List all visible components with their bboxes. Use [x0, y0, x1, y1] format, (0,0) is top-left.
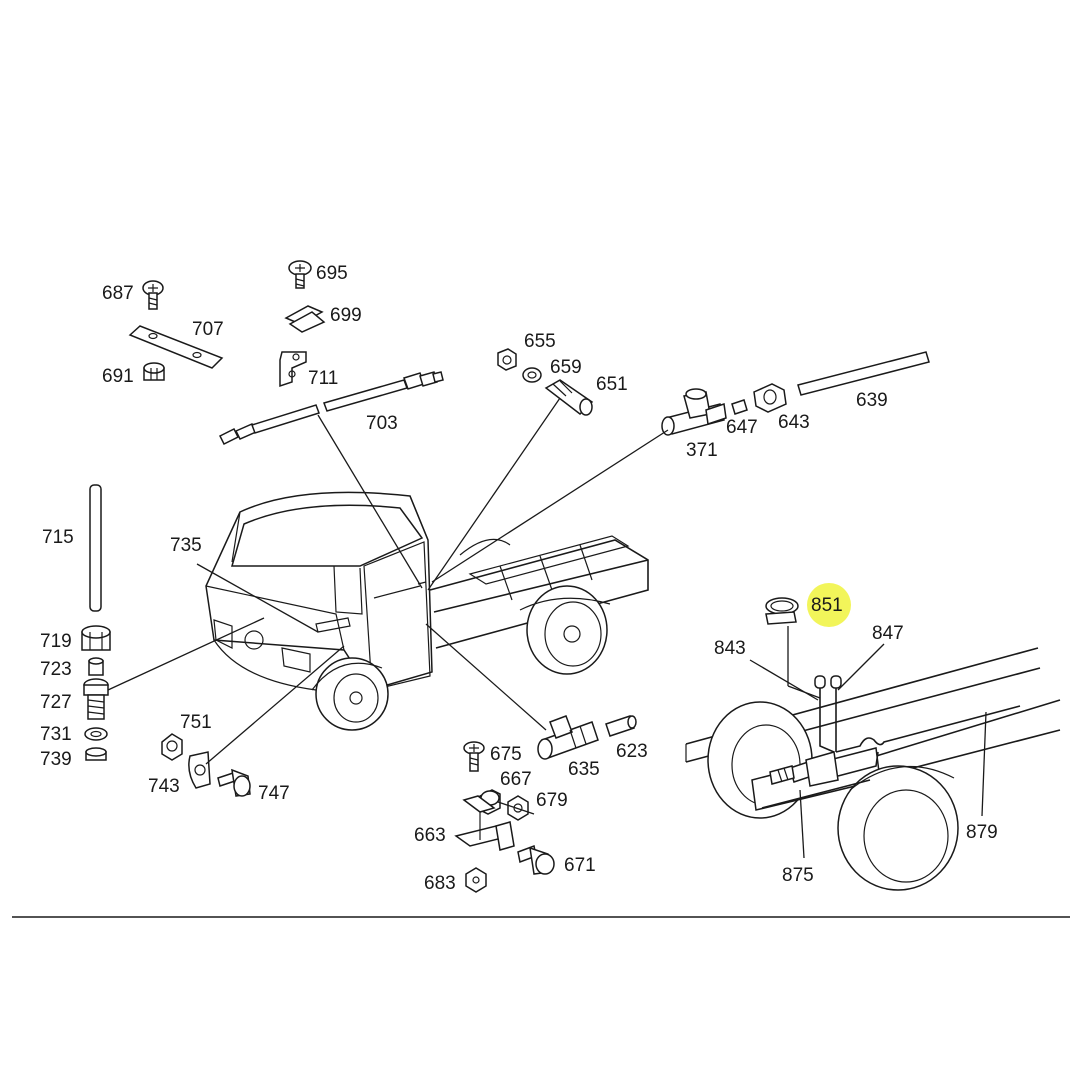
callout-635: 635 [568, 759, 600, 780]
nut-683 [465, 867, 487, 893]
nipple-647 [731, 399, 748, 415]
nut-643 [753, 383, 787, 413]
callout-735: 735 [170, 535, 202, 556]
plate-707 [128, 325, 224, 369]
screw-675 [463, 741, 485, 772]
callout-727: 727 [40, 692, 72, 713]
callout-667: 667 [500, 769, 532, 790]
bracket-711 [279, 351, 307, 388]
callout-663: 663 [414, 825, 446, 846]
nut-751 [161, 733, 183, 761]
callout-743: 743 [148, 776, 180, 797]
callout-643: 643 [778, 412, 810, 433]
callout-747: 747 [258, 783, 290, 804]
callout-723: 723 [40, 659, 72, 680]
callout-683: 683 [424, 873, 456, 894]
callout-679: 679 [536, 790, 568, 811]
bracket-663 [454, 795, 515, 851]
callout-655: 655 [524, 331, 556, 352]
callout-751: 751 [180, 712, 212, 733]
truck [205, 491, 649, 731]
fitting-635 [537, 715, 599, 760]
callout-851: 851 [811, 595, 843, 616]
washer-659 [522, 367, 542, 383]
tee-371 [661, 388, 727, 436]
callout-695: 695 [316, 263, 348, 284]
nut-655 [497, 348, 517, 371]
callout-687: 687 [102, 283, 134, 304]
callout-671: 671 [564, 855, 596, 876]
callout-847: 847 [872, 623, 904, 644]
bolt-671 [517, 844, 555, 875]
callout-699: 699 [330, 305, 362, 326]
screw-695 [288, 260, 312, 289]
callout-707: 707 [192, 319, 224, 340]
callout-711: 711 [308, 368, 338, 389]
clip-699 [284, 305, 326, 333]
pipe-623 [605, 715, 637, 737]
nut-691 [143, 362, 165, 381]
callout-879: 879 [966, 822, 998, 843]
callout-739: 739 [40, 749, 72, 770]
cap-719 [81, 625, 111, 651]
pipe-703 [218, 371, 444, 446]
callout-719: 719 [40, 631, 72, 652]
pipe-639 [797, 351, 930, 396]
screw-687 [142, 280, 164, 310]
bolt-747 [217, 768, 251, 797]
callout-651: 651 [596, 374, 628, 395]
callout-715: 715 [42, 527, 74, 548]
chassis-detail [685, 597, 1061, 891]
callout-659: 659 [550, 357, 582, 378]
callout-623: 623 [616, 741, 648, 762]
callout-675: 675 [490, 744, 522, 765]
callout-371: 371 [686, 440, 718, 461]
callout-647: 647 [726, 417, 758, 438]
fitting-651 [544, 379, 594, 416]
leader-lines [107, 397, 987, 859]
callout-843: 843 [714, 638, 746, 659]
callout-639: 639 [856, 390, 888, 411]
callout-703: 703 [366, 413, 398, 434]
callout-875: 875 [782, 865, 814, 886]
highlight-marker [807, 583, 851, 627]
washer-731 [84, 727, 108, 741]
fitting-727 [83, 678, 109, 720]
plug-723 [88, 657, 104, 676]
callout-691: 691 [102, 366, 134, 387]
callout-731: 731 [40, 724, 72, 745]
nut-739 [85, 747, 107, 761]
clamp-743 [188, 751, 211, 789]
rod-715 [89, 484, 102, 612]
